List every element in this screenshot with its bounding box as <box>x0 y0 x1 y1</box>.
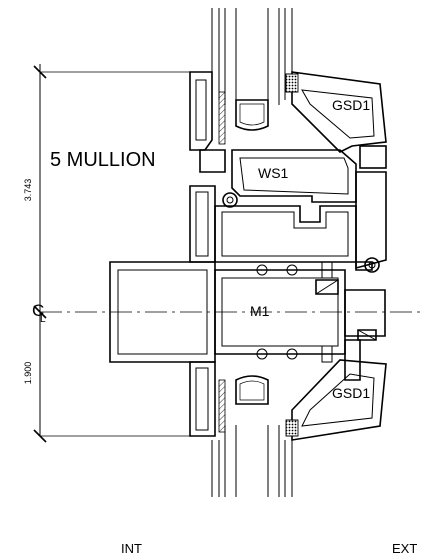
glazing-stop-bottom <box>285 359 387 441</box>
glazing-stop-top <box>285 71 387 169</box>
dimension-lower: 1.900 <box>23 362 33 385</box>
centerline-symbol: C L <box>32 301 46 325</box>
glass-lite-bottom <box>211 425 293 497</box>
wall-section <box>222 149 357 208</box>
dimension-lines <box>33 64 190 443</box>
label-exterior: EXT <box>392 541 417 556</box>
dimension-upper: 3.743 <box>23 179 33 202</box>
spacer-block-bottom <box>235 375 269 405</box>
drawing-title: 5 MULLION <box>50 149 156 171</box>
svg-text:L: L <box>40 314 46 325</box>
glass-lite-top <box>211 8 293 105</box>
interior-glazing-leg-top <box>189 71 226 173</box>
label-glazing-stop-top: GSD1 <box>332 97 370 113</box>
mullion-lower-body <box>189 339 361 437</box>
label-interior: INT <box>121 541 142 556</box>
mullion-upper-body <box>189 171 387 273</box>
label-glazing-stop-bottom: GSD1 <box>332 385 370 401</box>
label-wall-section: WS1 <box>258 165 289 181</box>
label-mullion: M1 <box>250 303 270 319</box>
spacer-block-top <box>235 99 269 131</box>
